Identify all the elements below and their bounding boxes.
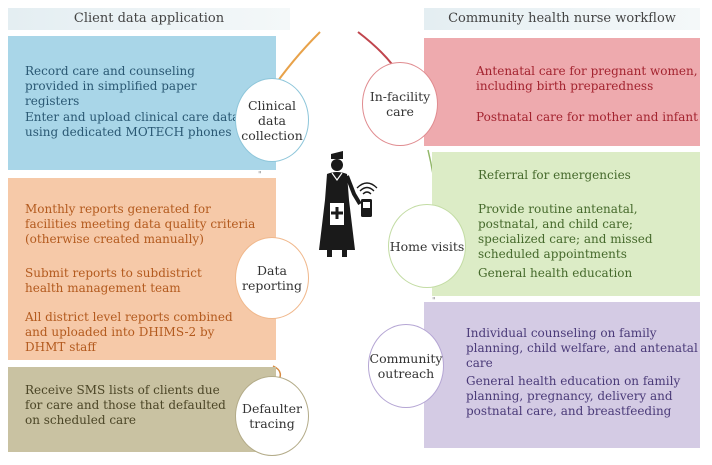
in-facility-care-circle: In-facility care: [362, 62, 438, 146]
list-item: Referral for emergencies: [478, 168, 631, 182]
clinical-data-collection-circle: Clinical data collection: [235, 78, 309, 162]
list-item: Monthly reports generated for facilities…: [25, 202, 256, 246]
defaulter-tracing-circle: Defaulter tracing: [235, 376, 309, 456]
tick-mark: ": [432, 296, 436, 305]
list-item: General health education: [478, 266, 633, 280]
list-item: Postnatal care for mother and infant: [476, 110, 698, 124]
list-item: All district level reports combined and …: [25, 310, 233, 354]
tick-mark: ": [258, 170, 262, 179]
nurse-icon: [319, 151, 378, 257]
list-item: Antenatal care for pregnant women, inclu…: [476, 64, 698, 93]
phone-icon: [361, 199, 372, 217]
data-reporting-circle: Data reporting: [235, 237, 309, 319]
list-item: Provide routine antenatal, postnatal, an…: [478, 202, 653, 261]
home-visits-box: Referral for emergencies Provide routine…: [432, 152, 700, 296]
list-item: General health education on family plann…: [466, 374, 681, 418]
community-outreach-box: Individual counseling on family planning…: [424, 302, 700, 448]
right-header: Community health nurse workflow: [424, 8, 700, 30]
list-item: Enter and upload clinical care data usin…: [25, 110, 240, 139]
list-item: Record care and counseling provided in s…: [25, 64, 197, 108]
community-outreach-circle: Community outreach: [368, 324, 444, 408]
wireless-signal-icon: [356, 182, 378, 195]
list-item: Submit reports to subdistrict health man…: [25, 266, 202, 295]
clinical-data-collection-box: Record care and counseling provided in s…: [8, 36, 276, 170]
left-header: Client data application: [8, 8, 290, 30]
list-item: Receive SMS lists of clients due for car…: [25, 383, 226, 427]
list-item: Individual counseling on family planning…: [466, 326, 698, 370]
home-visits-circle: Home visits: [388, 204, 466, 288]
defaulter-tracing-box: Receive SMS lists of clients due for car…: [8, 367, 276, 452]
data-reporting-box: Monthly reports generated for facilities…: [8, 178, 276, 360]
in-facility-care-box: Antenatal care for pregnant women, inclu…: [424, 38, 700, 146]
